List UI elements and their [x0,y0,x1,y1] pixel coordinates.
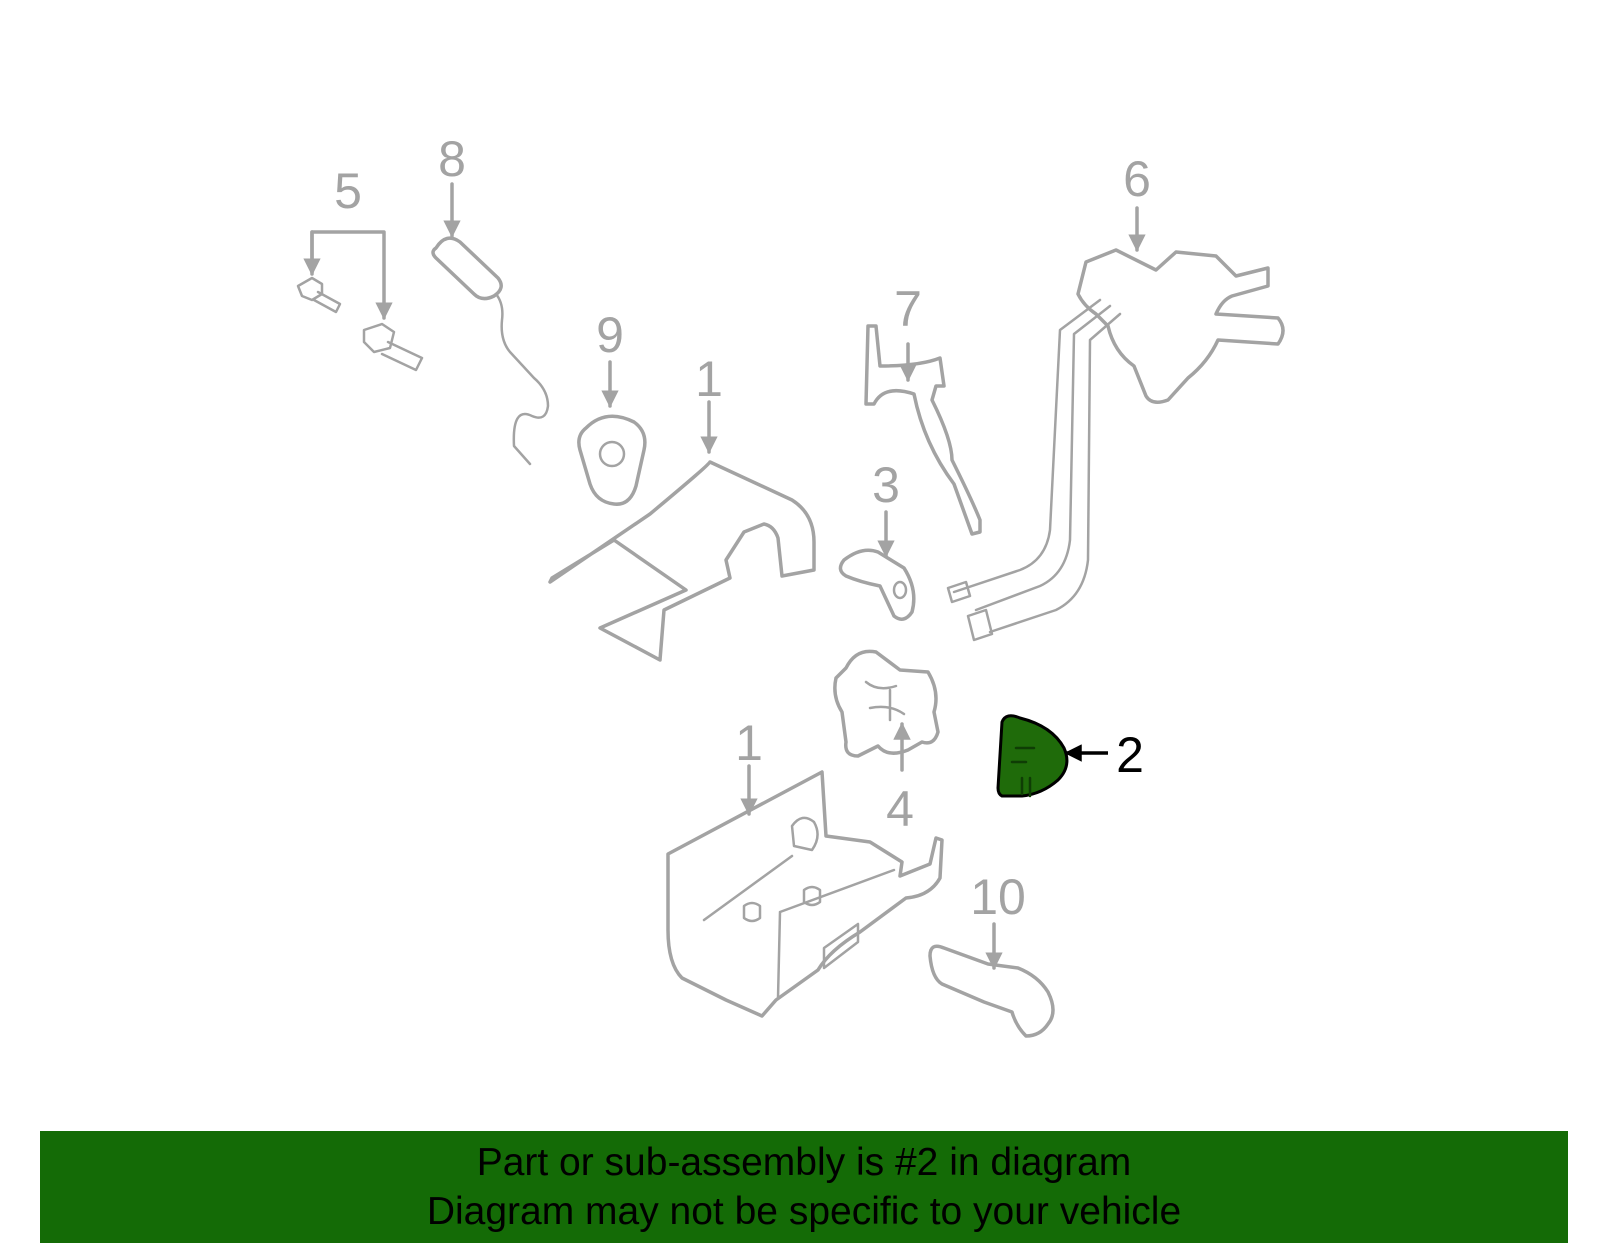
part-1-upper-shroud [548,400,816,662]
callout-4: 4 [886,781,914,837]
part-3-clip [838,510,916,621]
callout-8: 8 [438,131,466,187]
part-9-cover [577,360,647,506]
part-6-combination-switch [946,206,1285,642]
callout-2: 2 [1116,727,1144,783]
footer-line-2: Diagram may not be specific to your vehi… [426,1190,1182,1233]
part-4-lock-housing [833,649,940,772]
callout-5: 5 [334,163,362,219]
callout-6: 6 [1123,151,1151,207]
part-10-lever [928,922,1055,1038]
part-2-highlighted-cover [996,714,1108,798]
part-5-screws [296,230,424,372]
part-8-sensor [431,182,550,466]
part-7-bracket [864,324,982,536]
callout-9: 9 [596,307,624,363]
parts-diagram: 5 8 9 1 7 6 3 4 [296,131,1285,1038]
callout-3: 3 [872,457,900,513]
callout-10: 10 [970,869,1026,925]
footer-banner: Part or sub-assembly is #2 in diagram Di… [40,1131,1568,1243]
callout-7: 7 [894,281,922,337]
footer-line-1: Part or sub-assembly is #2 in diagram [476,1141,1132,1184]
part-2-shape [996,714,1069,798]
callout-1-lower: 1 [735,715,763,771]
part-1-lower-shroud [666,764,944,1018]
callout-1-upper: 1 [695,351,723,407]
